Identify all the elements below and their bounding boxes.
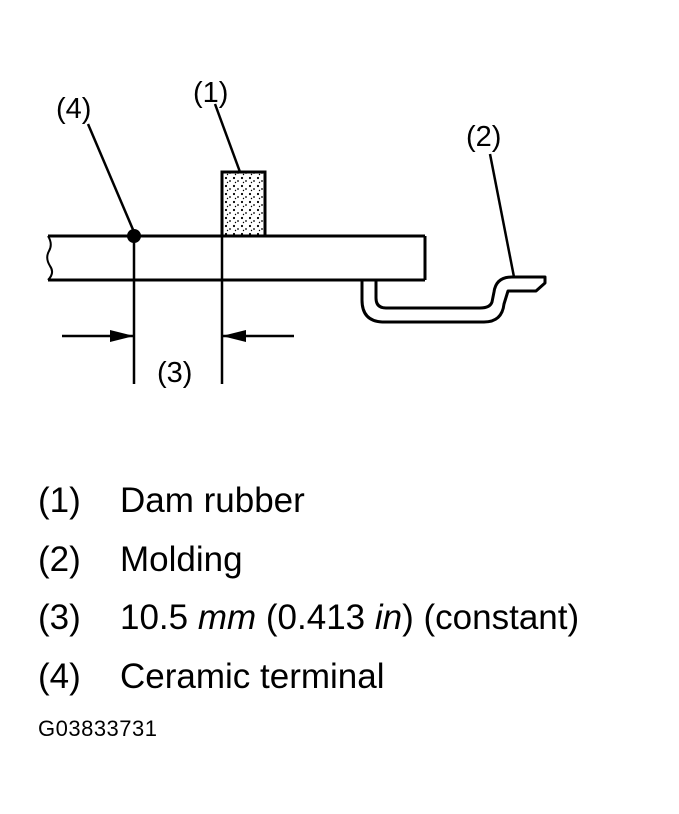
callout-2: (2)	[466, 121, 501, 153]
legend-number: (2)	[38, 539, 81, 579]
legend-text: Dam rubber	[120, 481, 305, 521]
dimension-tail: ) (constant)	[402, 598, 580, 638]
dimension-value: 10.5	[120, 598, 189, 638]
dimension-rest: (0.413	[256, 598, 375, 638]
dimension-arrow-left	[110, 330, 134, 342]
legend-item-3: (3) 10.5 mm (0.413 in) (constant)	[38, 589, 579, 648]
molding	[360, 275, 547, 324]
legend-item-4: (4) Ceramic terminal	[38, 648, 579, 707]
legend-item-1: (1) Dam rubber	[38, 472, 579, 531]
callout-4: (4)	[56, 93, 91, 125]
callout-3: (3)	[157, 357, 192, 389]
legend-text: Ceramic terminal	[120, 656, 385, 696]
legend-item-2: (2) Molding	[38, 531, 579, 590]
glass-panel	[46, 234, 427, 282]
dimension-unit: mm	[197, 598, 257, 638]
dimension-arrow-right	[222, 330, 246, 342]
legend-text: Molding	[120, 539, 243, 579]
figure-code: G03833731	[38, 716, 158, 741]
legend-number: (1)	[38, 481, 81, 521]
leader-lines	[86, 103, 516, 278]
legend-number: (4)	[38, 656, 81, 696]
diagram: (1) (2) (3) (4)	[46, 77, 547, 389]
callout-1: (1)	[193, 77, 228, 109]
legend-number: (3)	[38, 598, 81, 638]
dimension-unit-imperial: in	[374, 598, 403, 638]
legend: (1) Dam rubber (2) Molding (3) 10.5 mm (…	[38, 472, 579, 706]
dam-rubber	[220, 170, 267, 238]
legend-text: 10.5 mm (0.413 in) (constant)	[120, 598, 579, 638]
